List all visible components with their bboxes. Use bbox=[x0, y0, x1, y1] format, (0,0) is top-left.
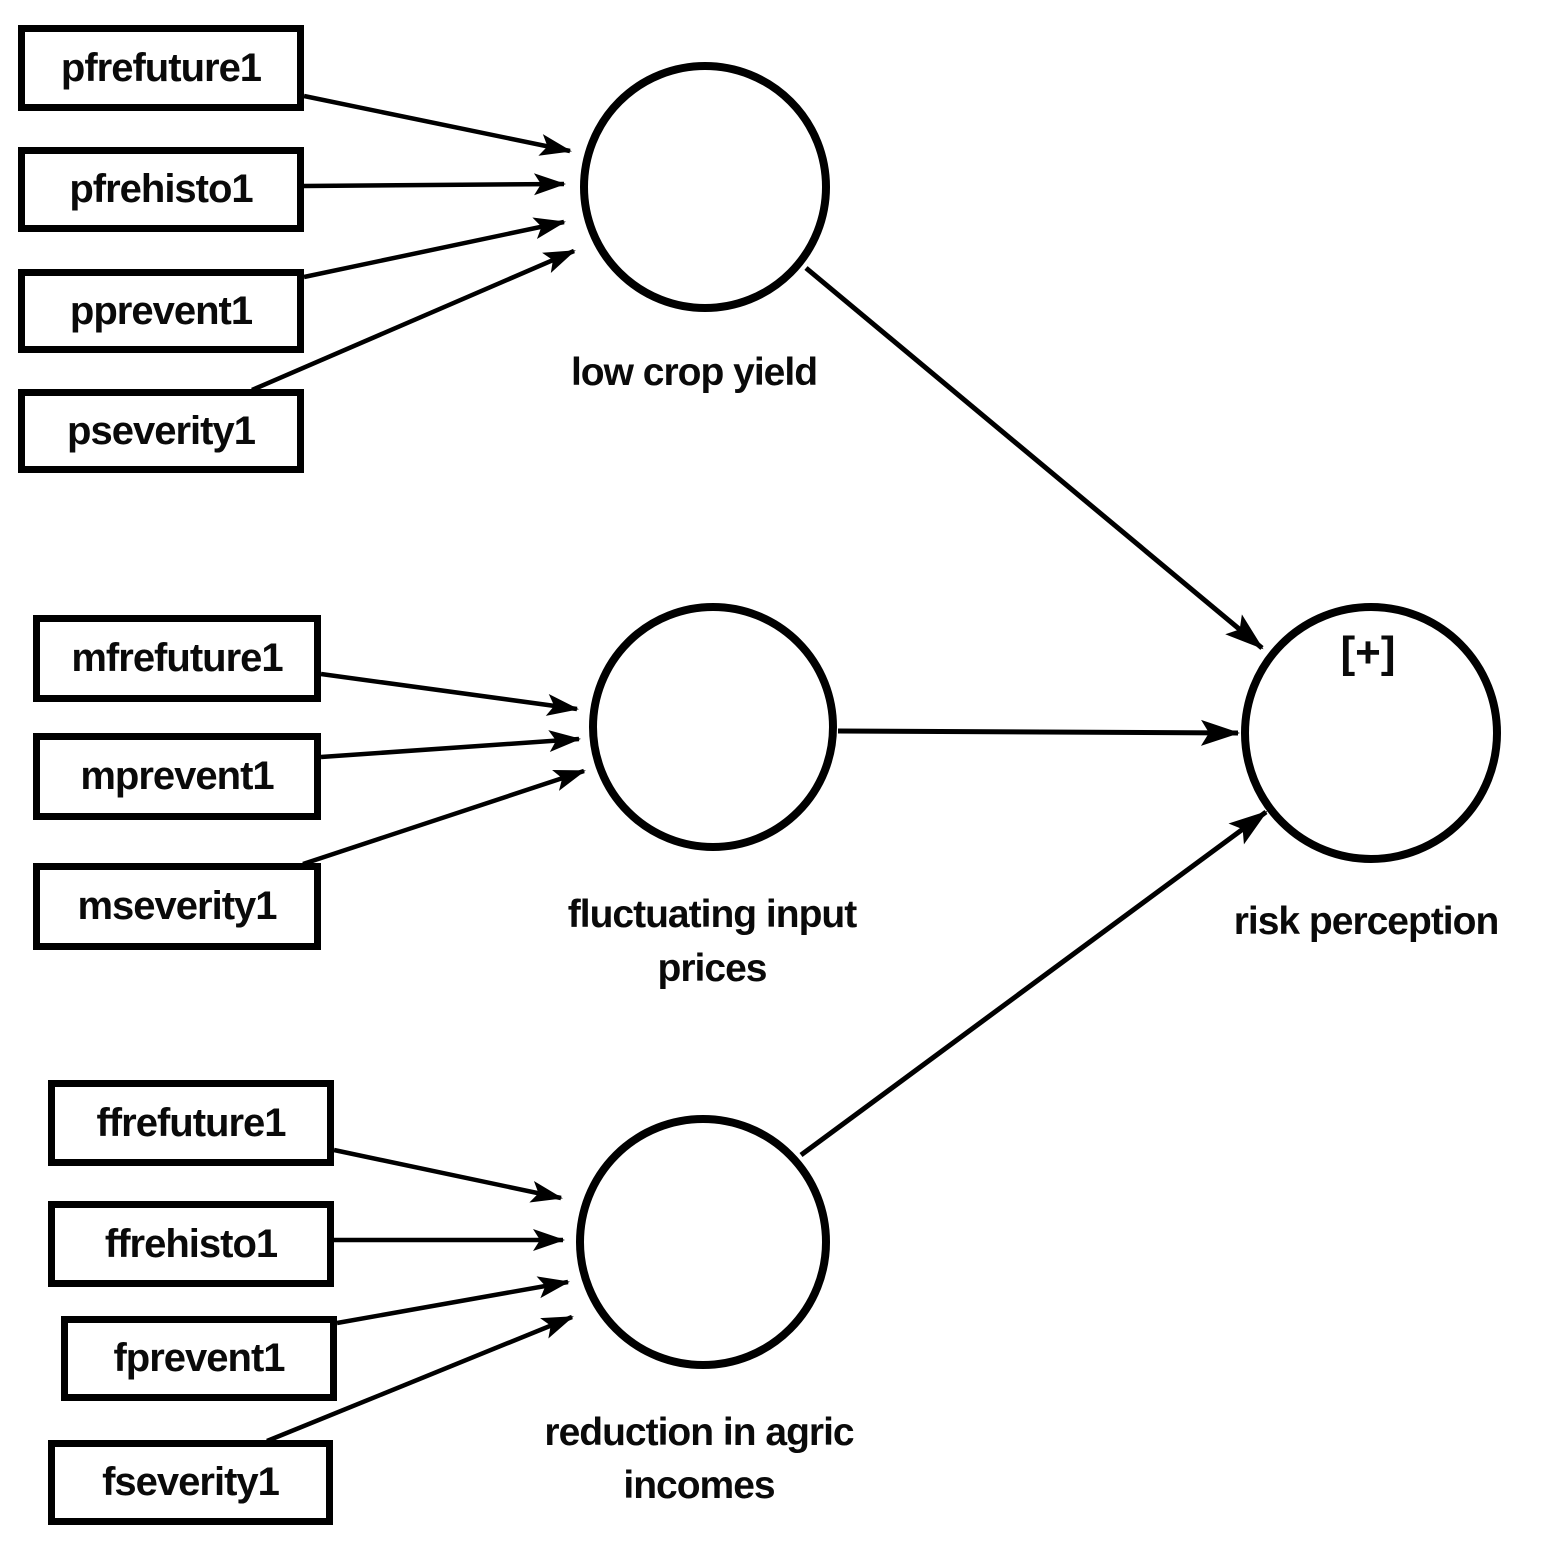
measurement-arrow-fseverity1 bbox=[266, 1314, 574, 1444]
indicator-box-ffrehisto1: ffrehisto1 bbox=[48, 1201, 334, 1287]
measurement-arrow-fprevent1 bbox=[336, 1276, 570, 1326]
indicator-label: pprevent1 bbox=[69, 288, 253, 333]
indicator-label: mprevent1 bbox=[80, 754, 274, 798]
indicator-label: pfrefuture1 bbox=[60, 45, 262, 90]
latent-circle-risk-perception bbox=[1241, 603, 1501, 863]
indicator-box-mfrefuture1: mfrefuture1 bbox=[33, 615, 321, 702]
indicator-box-pfrehisto1: pfrehisto1 bbox=[18, 147, 304, 232]
measurement-arrow-ffrefuture1 bbox=[333, 1147, 563, 1203]
latent-label-reduction-in-agric-incomes-line2: incomes bbox=[623, 1464, 775, 1507]
measurement-arrow-pseverity1 bbox=[251, 248, 576, 393]
indicator-label: ffrehisto1 bbox=[104, 1221, 278, 1266]
measurement-arrow-mfrefuture1 bbox=[320, 671, 579, 716]
measurement-arrow-pfrehisto1 bbox=[303, 173, 566, 196]
indicator-box-mprevent1: mprevent1 bbox=[33, 733, 321, 820]
indicator-box-mseverity1: mseverity1 bbox=[33, 863, 321, 950]
latent-label-low-crop-yield: low crop yield bbox=[570, 351, 818, 394]
latent-circle-reduction-in-agric-incomes bbox=[576, 1115, 830, 1369]
latent-label-reduction-in-agric-incomes-line1: reduction in agric bbox=[544, 1411, 854, 1454]
latent-circle-fluctuating-input-prices bbox=[589, 603, 837, 851]
latent-label-fluctuating-input-prices-line2: prices bbox=[657, 947, 768, 990]
structural-path-reduction-in-agric-incomes-to-risk-perception bbox=[799, 809, 1268, 1158]
latent-label-fluctuating-input-prices-line1: fluctuating input bbox=[567, 893, 857, 936]
indicator-label: mfrefuture1 bbox=[71, 636, 283, 680]
indicator-box-ffrefuture1: ffrefuture1 bbox=[48, 1080, 334, 1166]
latent-label-risk-perception: risk perception bbox=[1233, 900, 1500, 943]
indicator-box-pfrefuture1: pfrefuture1 bbox=[18, 25, 304, 111]
indicator-label: mseverity1 bbox=[77, 884, 277, 928]
indicator-box-fseverity1: fseverity1 bbox=[48, 1440, 333, 1525]
indicator-box-pprevent1: pprevent1 bbox=[18, 269, 304, 353]
measurement-arrow-mseverity1 bbox=[302, 768, 586, 867]
indicator-box-fprevent1: fprevent1 bbox=[61, 1316, 337, 1401]
measurement-arrow-pprevent1 bbox=[303, 217, 566, 280]
indicator-label: ffrefuture1 bbox=[96, 1100, 286, 1145]
indicator-label: fprevent1 bbox=[113, 1336, 285, 1380]
indicator-box-pseverity1: pseverity1 bbox=[18, 389, 304, 473]
structural-path-fluctuating-input-prices-to-risk-perception bbox=[837, 719, 1240, 746]
indicator-label: pseverity1 bbox=[67, 408, 256, 453]
indicator-label: fseverity1 bbox=[102, 1460, 280, 1504]
structural-path-low-crop-yield-to-risk-perception bbox=[804, 266, 1264, 650]
measurement-arrow-pfrefuture1 bbox=[303, 93, 572, 156]
collapsed-indicators-badge: [+] bbox=[1340, 628, 1396, 677]
measurement-arrow-mprevent1 bbox=[320, 730, 581, 760]
indicator-label: pfrehisto1 bbox=[69, 167, 253, 211]
latent-circle-low-crop-yield bbox=[580, 62, 830, 312]
